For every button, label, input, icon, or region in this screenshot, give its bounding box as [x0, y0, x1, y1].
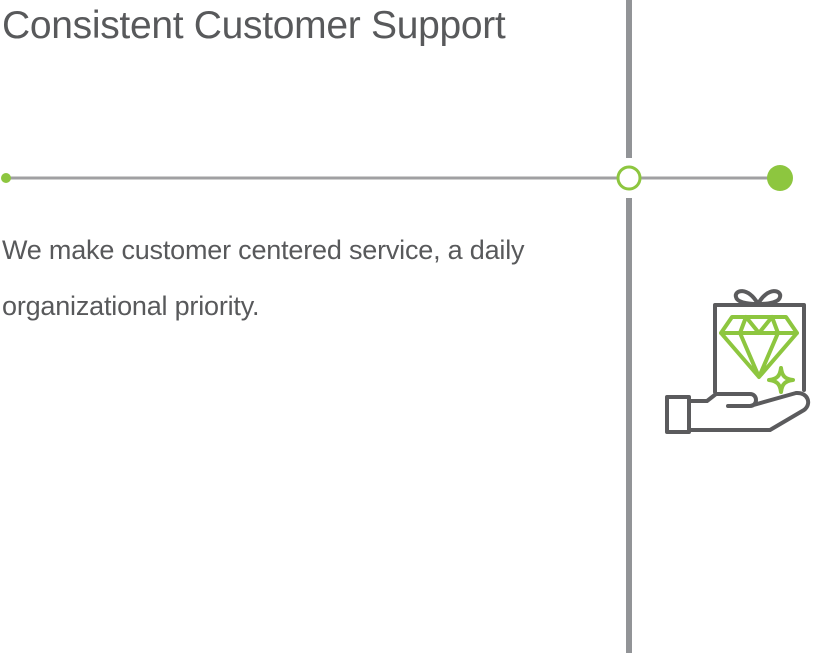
- timeline-end-dot[interactable]: [767, 165, 793, 191]
- cuff-icon: [665, 395, 691, 434]
- vertical-divider-top: [626, 0, 632, 158]
- diamond-icon: [719, 315, 799, 379]
- bow-icon: [733, 289, 783, 306]
- timeline-start-dot: [1, 173, 11, 183]
- hand-icon: [687, 390, 811, 432]
- sparkle-icon: [767, 366, 795, 394]
- section-title: Consistent Customer Support: [2, 4, 506, 47]
- vertical-divider-bottom: [626, 198, 632, 653]
- section-description: We make customer centered service, a dai…: [2, 235, 525, 321]
- gift-diamond-hand-icon: [665, 289, 811, 434]
- gift-box-icon: [713, 303, 806, 394]
- timeline-current-node[interactable]: [616, 165, 642, 191]
